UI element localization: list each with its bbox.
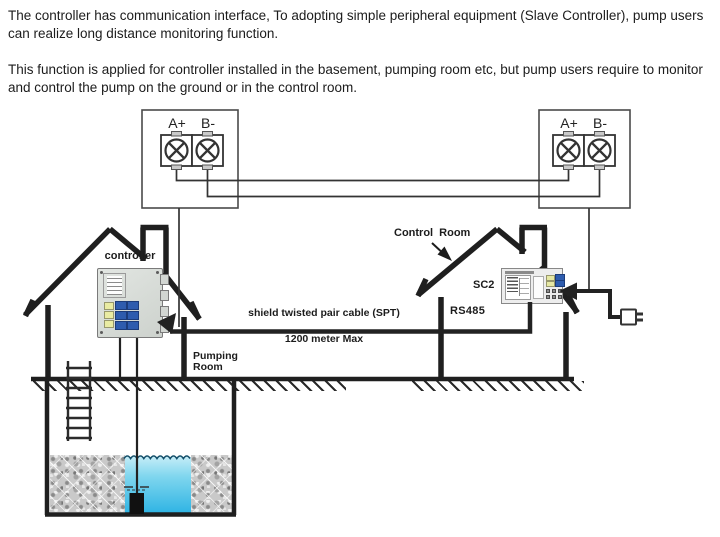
arrowhead-icon-to-controller: [157, 313, 176, 334]
screw-terminal-icon: [583, 131, 616, 170]
sc2-key-button: [546, 289, 550, 293]
pump-icon: [124, 486, 149, 514]
right-house-chimney: [519, 224, 548, 271]
water-surface-line: [123, 455, 191, 460]
left-house-outline: [23, 224, 202, 379]
sc2-display-grid: [519, 278, 529, 296]
controller-blue-button: [115, 321, 127, 330]
pump-controller-device: [97, 268, 169, 338]
arrowhead-icon-control-room: [437, 246, 452, 261]
wire-b-minus: [206, 167, 601, 198]
controller-screw: [156, 271, 159, 274]
controller-yellow-button: [104, 302, 114, 310]
controller-screw: [156, 331, 159, 334]
screw-terminal-icon: [160, 131, 193, 170]
controller-yellow-button: [104, 320, 114, 328]
screw-terminal-icon: [552, 131, 585, 170]
controller-screw: [100, 271, 103, 274]
sc2-label: SC2: [473, 279, 495, 291]
sc2-white-panel: [533, 276, 544, 299]
screw-terminals: [160, 131, 616, 170]
sc2-key-button: [558, 295, 562, 299]
ground-hatching-left: [33, 381, 346, 391]
control-room-label: Control Room: [394, 227, 471, 239]
controller-nameplate: [103, 273, 126, 298]
sc2-display-text: [507, 277, 518, 292]
controller-blue-button: [115, 311, 127, 320]
wire-a-plus: [175, 167, 570, 182]
controller-hinge: [160, 306, 169, 317]
right-terminal-b-label: B-: [593, 115, 607, 131]
controller-yellow-button: [104, 311, 114, 319]
intro-paragraph-2: This function is applied for controller …: [8, 62, 703, 95]
rs485-interconnect-wires: [175, 167, 601, 327]
sc2-key-button: [552, 289, 556, 293]
controller-hinge: [160, 274, 169, 285]
controller-hinge: [160, 290, 169, 301]
gravel-right-block: [191, 455, 232, 512]
pumping-room-label-line2: Room: [193, 361, 223, 373]
intro-paragraph-1: The controller has communication interfa…: [8, 8, 704, 41]
left-terminal-b-label: B-: [201, 115, 215, 131]
screw-terminal-icon: [191, 131, 224, 170]
sc2-key-button: [552, 295, 556, 299]
right-terminal-a-label: A+: [560, 115, 578, 131]
controller-screw: [100, 331, 103, 334]
sc2-key-button: [546, 295, 550, 299]
cable-length-label: 1200 meter Max: [284, 333, 364, 345]
arrowhead-icon-to-sc2: [559, 282, 577, 300]
controller-blue-button: [127, 311, 139, 320]
sc2-blue-indicator: [554, 280, 565, 287]
controller-blue-button: [127, 321, 139, 330]
left-house-chimney: [140, 224, 169, 278]
well-structure: [44, 381, 237, 517]
pumping-room-label-line1: Pumping: [193, 350, 238, 362]
ladder-icon: [66, 361, 92, 441]
control-room-arrow: [431, 242, 452, 261]
sc2-display: [505, 275, 531, 300]
rs485-label: RS485: [450, 305, 486, 317]
sc2-monitor-device: [501, 268, 565, 304]
spt-cable-line: [170, 302, 533, 334]
controller-blue-button: [127, 301, 139, 310]
left-terminal-a-label: A+: [168, 115, 186, 131]
power-plug-icon: [620, 308, 643, 326]
sc2-title-strip: [505, 271, 534, 274]
cable-type-label: shield twisted pair cable (SPT): [248, 307, 400, 319]
ground-hatching-right: [412, 381, 584, 391]
power-supply-line: [575, 289, 621, 319]
gravel-left-block: [50, 455, 125, 512]
controller-label: controller: [104, 250, 156, 262]
controller-blue-button: [115, 301, 127, 310]
